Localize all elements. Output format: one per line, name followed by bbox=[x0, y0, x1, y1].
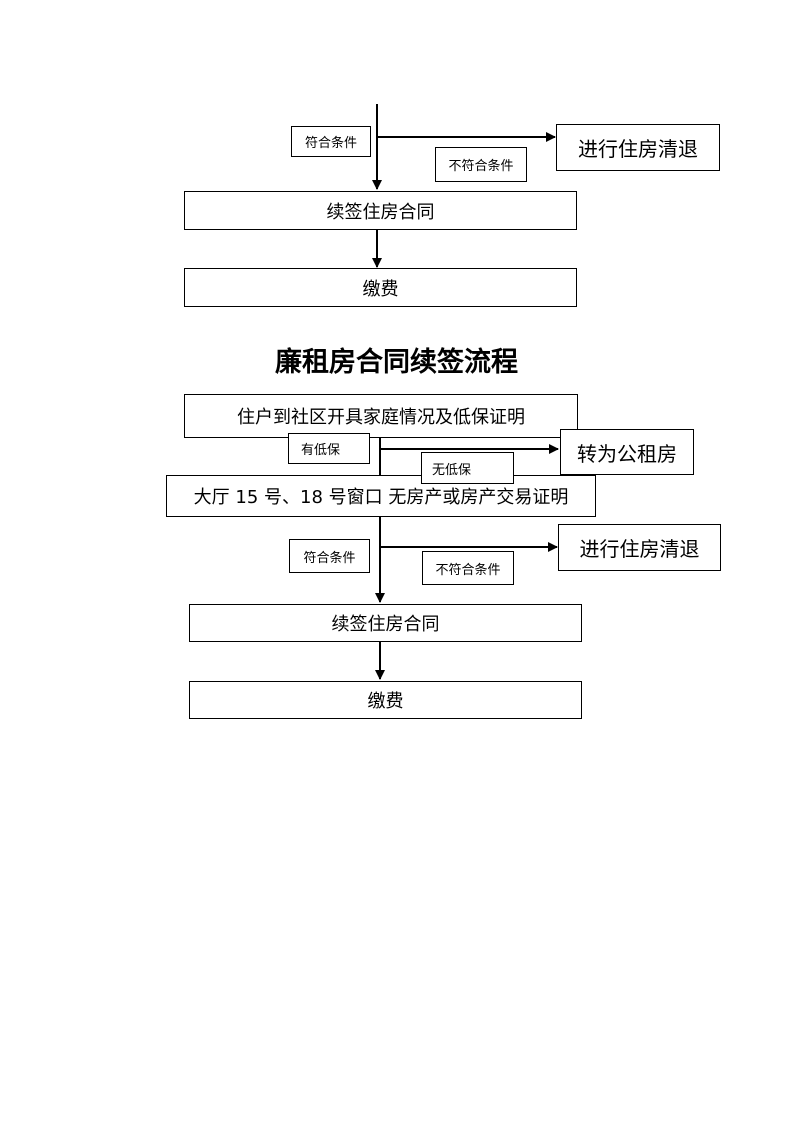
renew-contract-box: 续签住房合同 bbox=[189, 604, 582, 642]
payment-box: 缴费 bbox=[189, 681, 582, 719]
payment-box: 缴费 bbox=[184, 268, 577, 307]
page-title: 廉租房合同续签流程 bbox=[275, 347, 518, 378]
condition-not-met-tag: 不符合条件 bbox=[422, 551, 514, 585]
no-dibao-tag: 无低保 bbox=[421, 452, 514, 484]
condition-not-met-tag: 不符合条件 bbox=[435, 147, 527, 182]
has-dibao-tag: 有低保 bbox=[288, 433, 370, 464]
public-rental-box: 转为公租房 bbox=[560, 429, 694, 475]
condition-met-tag: 符合条件 bbox=[291, 126, 371, 157]
housing-clearance-box: 进行住房清退 bbox=[558, 524, 721, 571]
housing-clearance-box: 进行住房清退 bbox=[556, 124, 720, 171]
community-certificate-box: 住户到社区开具家庭情况及低保证明 bbox=[184, 394, 578, 438]
hall-window-box: 大厅 15 号、18 号窗口 无房产或房产交易证明 bbox=[166, 475, 596, 517]
condition-met-tag: 符合条件 bbox=[289, 539, 370, 573]
renew-contract-box: 续签住房合同 bbox=[184, 191, 577, 230]
